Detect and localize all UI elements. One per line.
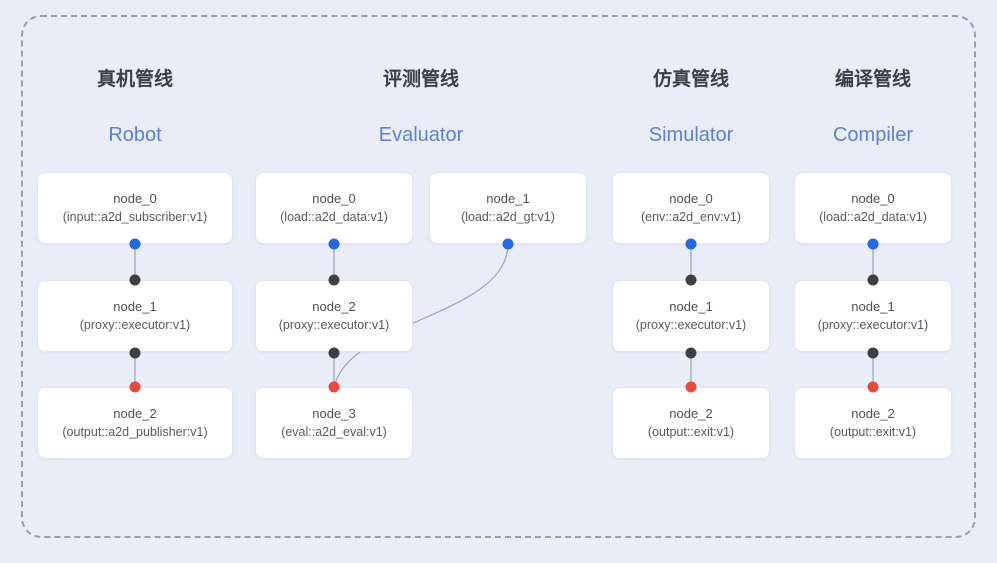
compiler-title-en: Compiler [832,124,914,146]
simulator-node-0[interactable]: node_0 (env::a2d_env:v1) [612,172,770,244]
evaluator-node1-output-port-dot[interactable] [502,238,514,250]
robot-node-0[interactable]: node_0 (input::a2d_subscriber:v1) [37,172,233,244]
node-name: node_0 [669,190,713,206]
robot-node-2[interactable]: node_2 (output::a2d_publisher:v1) [37,387,233,459]
node-name: node_0 [851,190,895,206]
node-type: (proxy::executor:v1) [278,317,390,332]
node-type: (output::exit:v1) [647,424,735,439]
edge-evaluator-1-3 [333,243,509,388]
simulator-node2-input-port-dot[interactable] [685,381,697,393]
node-type: (output::exit:v1) [829,424,917,439]
node-type: (proxy::executor:v1) [817,317,929,332]
node-type: (output::a2d_publisher:v1) [62,424,208,439]
node-type: (load::a2d_data:v1) [280,209,388,224]
node-name: node_0 [312,190,356,206]
evaluator-node0-output-port-dot[interactable] [328,238,340,250]
compiler-node-1[interactable]: node_1 (proxy::executor:v1) [794,280,952,352]
evaluator-node-2[interactable]: node_2 (proxy::executor:v1) [255,280,413,352]
compiler-node-2[interactable]: node_2 (output::exit:v1) [794,387,952,459]
node-name: node_3 [312,405,356,421]
node-name: node_1 [669,298,713,314]
evaluator-node-0[interactable]: node_0 (load::a2d_data:v1) [255,172,413,244]
simulator-node0-output-port-dot[interactable] [685,238,697,250]
robot-title-en: Robot [108,124,162,146]
simulator-node1-output-port-dot[interactable] [685,347,697,359]
node-type: (load::a2d_data:v1) [819,209,927,224]
evaluator-node2-output-port-dot[interactable] [328,347,340,359]
simulator-node-1[interactable]: node_1 (proxy::executor:v1) [612,280,770,352]
compiler-node1-output-port-dot[interactable] [867,347,879,359]
robot-node1-output-port-dot[interactable] [129,347,141,359]
robot-title-zh: 真机管线 [96,69,174,90]
node-name: node_1 [851,298,895,314]
evaluator-node3-input-port-dot[interactable] [328,381,340,393]
evaluator-title-en: Evaluator [378,124,464,146]
compiler-node-0[interactable]: node_0 (load::a2d_data:v1) [794,172,952,244]
node-name: node_0 [113,190,157,206]
robot-node-1[interactable]: node_1 (proxy::executor:v1) [37,280,233,352]
node-name: node_1 [486,190,530,206]
evaluator-node-3[interactable]: node_3 (eval::a2d_eval:v1) [255,387,413,459]
evaluator-title-zh: 评测管线 [382,69,460,90]
evaluator-node-1[interactable]: node_1 (load::a2d_gt:v1) [429,172,587,244]
robot-node0-output-port-dot[interactable] [129,238,141,250]
simulator-title-en: Simulator [648,124,734,146]
node-name: node_2 [669,405,713,421]
compiler-node0-output-port-dot[interactable] [867,238,879,250]
node-type: (env::a2d_env:v1) [640,209,742,224]
robot-node1-input-port-dot[interactable] [129,274,141,286]
robot-node2-input-port-dot[interactable] [129,381,141,393]
simulator-node1-input-port-dot[interactable] [685,274,697,286]
node-type: (eval::a2d_eval:v1) [281,424,387,439]
simulator-title-zh: 仿真管线 [652,69,730,90]
node-type: (proxy::executor:v1) [635,317,747,332]
compiler-node2-input-port-dot[interactable] [867,381,879,393]
compiler-title-zh: 编译管线 [834,69,912,90]
node-name: node_2 [851,405,895,421]
node-type: (proxy::executor:v1) [79,317,191,332]
node-name: node_2 [113,405,157,421]
node-name: node_2 [312,298,356,314]
evaluator-node2-input-port-dot[interactable] [328,274,340,286]
node-type: (load::a2d_gt:v1) [461,209,555,224]
node-name: node_1 [113,298,157,314]
node-type: (input::a2d_subscriber:v1) [62,209,208,224]
compiler-node1-input-port-dot[interactable] [867,274,879,286]
simulator-node-2[interactable]: node_2 (output::exit:v1) [612,387,770,459]
dashed-border-frame [21,15,976,538]
